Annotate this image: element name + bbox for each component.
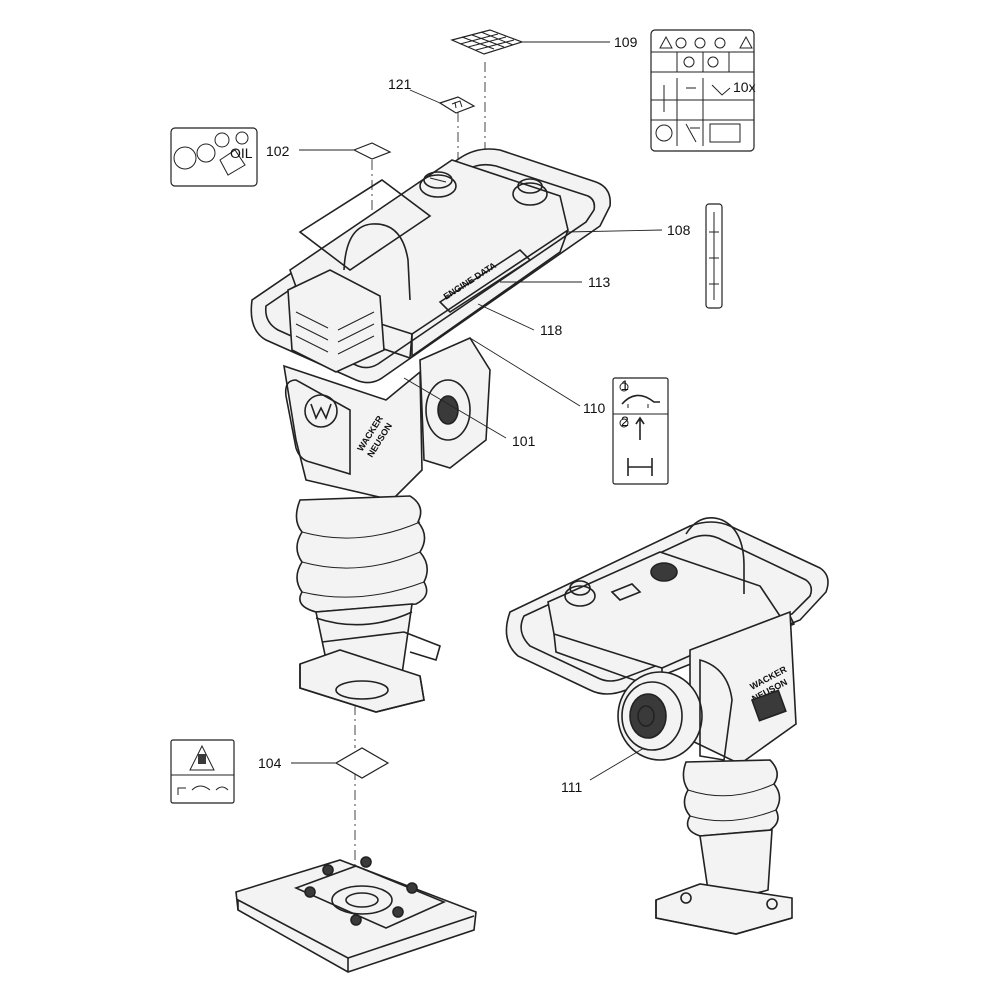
callout-109[interactable]: 109 [614,34,638,50]
rammer-rear-view: WACKER NEUSON [505,517,829,935]
callout-121[interactable]: 121 [388,76,412,92]
leader-lines [291,41,663,781]
decal-104-diamond[interactable] [334,747,390,779]
callout-102[interactable]: 102 [266,143,290,159]
callout-108[interactable]: 108 [667,222,691,238]
rammer-front-view: ENGINE DATA WACKER NEUSON [250,148,612,713]
callout-113[interactable]: 113 [588,274,611,290]
callout-110[interactable]: 110 [583,400,606,416]
callout-101[interactable]: 101 [512,433,536,449]
recoil-starter [617,671,703,761]
oil-cap [512,178,548,206]
throttle-decal-110: 1 2 [612,377,669,485]
oil-decal-text: OIL [230,145,253,161]
oil-decal-panel: OIL [170,127,258,187]
turtle-icon [621,394,660,408]
callout-labels: 109 121 102 108 113 118 110 101 104 111 [258,34,691,795]
callout-111[interactable]: 111 [561,779,582,795]
oil-cap-rear [650,562,678,582]
rubber-bellows [295,495,428,613]
multiplier-text: 10x [733,79,756,95]
safety-decal-panel: 10x [650,29,756,152]
callout-104[interactable]: 104 [258,755,282,771]
fuel-cap-rear [564,580,596,607]
decal-121[interactable] [438,96,476,114]
decal-102-diamond[interactable] [352,142,392,160]
wacker-logo-icon [304,394,338,428]
decal-109[interactable] [450,29,524,55]
arrow-up-icon [635,416,645,440]
strip-decal-108 [705,203,723,309]
warning-decal-104 [170,739,235,804]
fuel-cap [419,171,457,198]
callout-118[interactable]: 118 [540,322,563,338]
mounting-bolts [304,856,418,926]
warning-triangle-icon [659,35,753,49]
step-1-text: 1 [621,377,629,393]
step-2-text: 2 [621,413,629,429]
base-plate [235,856,477,973]
